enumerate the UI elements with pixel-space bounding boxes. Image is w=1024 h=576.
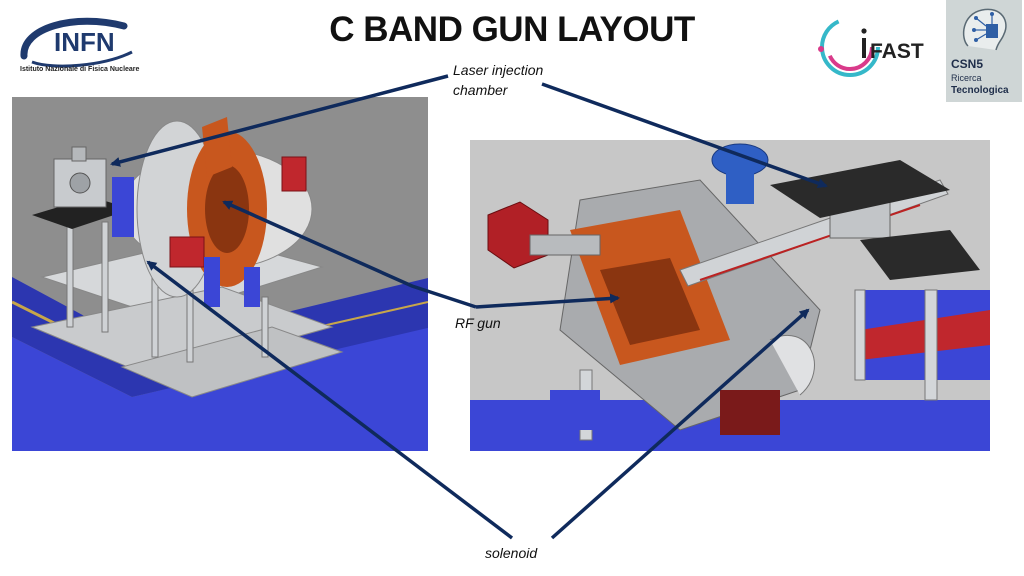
csn-line1: CSN5 (951, 57, 984, 71)
csn-line2: Ricerca (951, 73, 982, 83)
csn5-logo: CSN5 Ricerca Tecnologica (946, 0, 1022, 102)
ifast-logo-text: FAST (870, 40, 924, 63)
circuit-head-icon (962, 8, 1007, 51)
page-title: C BAND GUN LAYOUT (329, 10, 695, 49)
label-rf-gun: RF gun (455, 315, 501, 331)
csn-line3: Tecnologica (951, 85, 1009, 96)
infn-logo: INFN (20, 17, 133, 68)
ifast-logo: FAST (818, 17, 924, 77)
infn-logo-text: INFN (54, 27, 115, 57)
infn-caption: Istituto Nazionale di Fisica Nucleare (20, 66, 140, 73)
label-laser-injection-chamber: Laser injection chamber (453, 62, 544, 98)
gun-render-left (12, 97, 428, 451)
gun-render-right (470, 140, 990, 451)
label-solenoid: solenoid (485, 545, 538, 561)
